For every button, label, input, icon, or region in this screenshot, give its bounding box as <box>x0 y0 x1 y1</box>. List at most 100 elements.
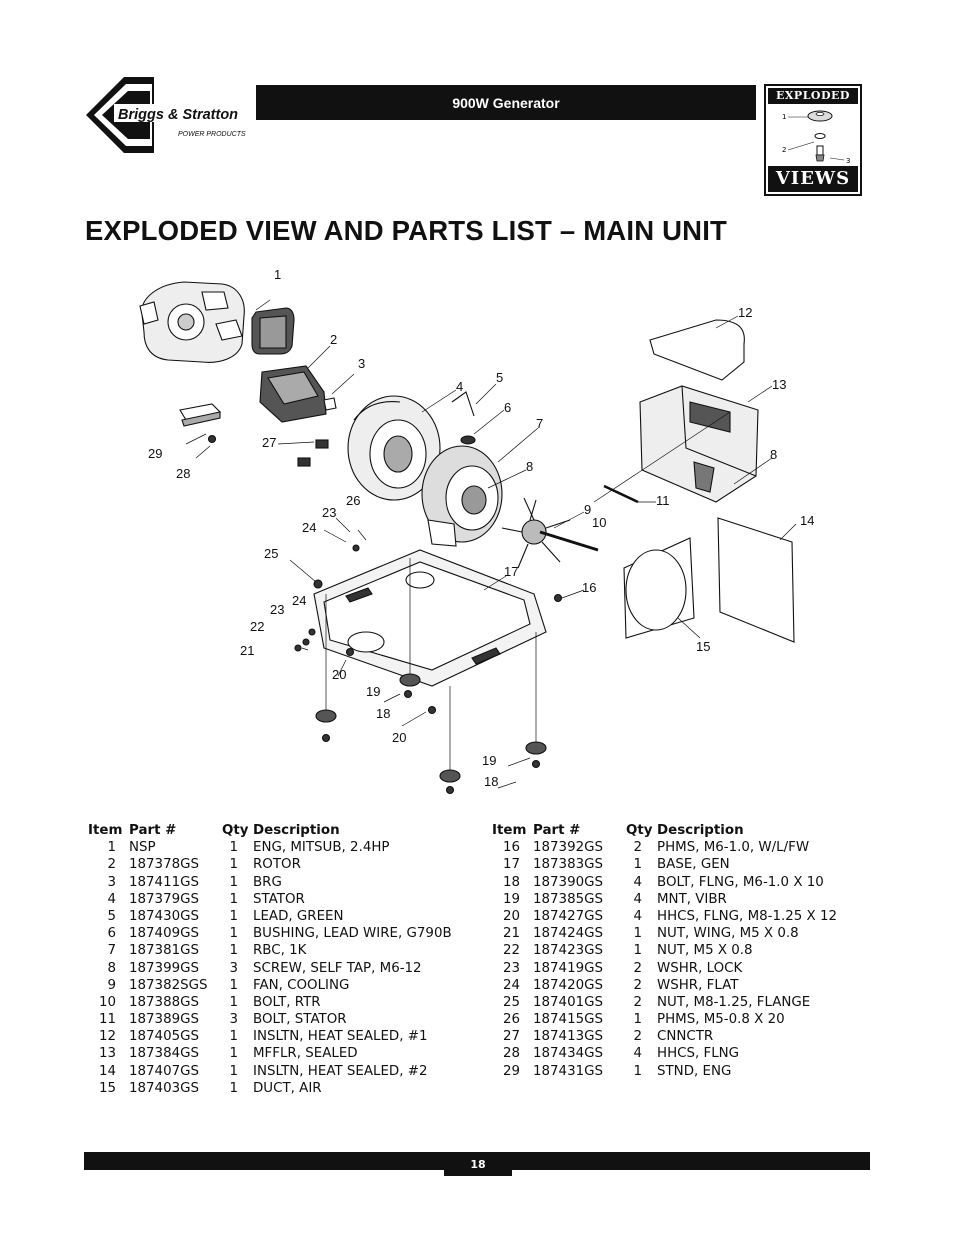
quantity: 1 <box>633 1012 642 1028</box>
muffler-part <box>639 385 759 503</box>
description: ENG, MITSUB, 2.4HP <box>253 840 390 856</box>
item-number: 14 <box>98 1063 116 1079</box>
col-part-header: Part # <box>129 823 177 838</box>
quantity: 1 <box>229 926 238 942</box>
col-qty-header: Qty <box>222 823 249 838</box>
quantity: 1 <box>229 891 238 907</box>
stator-part <box>347 395 441 501</box>
part-number: 187434GS <box>533 1046 603 1062</box>
badge-callout: 2 <box>782 146 786 154</box>
callout-label: 21 <box>240 643 254 658</box>
callout-label: 6 <box>504 400 511 415</box>
cooling-fan-part <box>501 497 571 569</box>
col-item-header: Item <box>88 823 123 838</box>
lead-wire-part <box>451 391 475 417</box>
item-number: 26 <box>502 1012 520 1028</box>
callout-label: 8 <box>770 447 777 462</box>
item-number: 29 <box>502 1063 520 1079</box>
part-number: 187424GS <box>533 926 603 942</box>
item-number: 3 <box>107 874 116 890</box>
col-item-header: Item <box>492 823 527 838</box>
part-number: NSP <box>129 840 156 856</box>
quantity: 1 <box>229 1046 238 1062</box>
callout-label: 14 <box>800 513 814 528</box>
callout-label: 20 <box>332 667 346 682</box>
air-duct-part <box>623 537 695 639</box>
quantity: 1 <box>633 857 642 873</box>
brand-sub: POWER PRODUCTS <box>178 131 246 138</box>
item-number: 10 <box>98 994 116 1010</box>
description: MFFLR, SEALED <box>253 1046 358 1062</box>
description: DUCT, AIR <box>253 1080 322 1096</box>
callout-label: 11 <box>656 493 670 508</box>
description: HHCS, FLNG <box>657 1046 740 1062</box>
badge-top-label: EXPLODED <box>768 88 858 104</box>
item-number: 8 <box>107 960 116 976</box>
callout-label: 26 <box>346 493 360 508</box>
part-number: 187411GS <box>129 874 199 890</box>
badge-bottom-label: VIEWS <box>768 166 858 192</box>
part-number: 187379GS <box>129 891 199 907</box>
callout-label: 18 <box>484 774 498 789</box>
briggs-stratton-logo: Briggs & Stratton POWER PRODUCTS <box>86 77 256 153</box>
item-number: 6 <box>107 926 116 942</box>
callout-label: 25 <box>264 546 278 561</box>
part-number: 187378GS <box>129 857 199 873</box>
description: BOLT, RTR <box>253 994 321 1010</box>
quantity: 3 <box>229 1012 238 1028</box>
callout-label: 19 <box>482 753 496 768</box>
quantity: 1 <box>229 943 238 959</box>
description: FAN, COOLING <box>253 977 350 993</box>
col-description-header: Description <box>657 823 744 838</box>
description: WSHR, FLAT <box>657 977 739 993</box>
item-number: 1 <box>107 840 116 856</box>
item-number: 16 <box>502 840 520 856</box>
callout-label: 24 <box>292 593 306 608</box>
part-number: 187427GS <box>533 908 603 924</box>
item-number: 22 <box>502 943 520 959</box>
callout-label: 4 <box>456 379 463 394</box>
badge-callout: 3 <box>846 157 850 165</box>
quantity: 1 <box>633 926 642 942</box>
part-number: 187388GS <box>129 994 199 1010</box>
callout-label: 5 <box>496 370 503 385</box>
rotor-part <box>259 365 337 423</box>
item-number: 13 <box>98 1046 116 1062</box>
quantity: 4 <box>633 874 642 890</box>
description: INSLTN, HEAT SEALED, #2 <box>253 1063 428 1079</box>
insulation-1-part <box>649 319 745 381</box>
callout-label: 17 <box>504 564 518 579</box>
item-number: 4 <box>107 891 116 907</box>
quantity: 2 <box>633 977 642 993</box>
part-number: 187401GS <box>533 994 603 1010</box>
callout-label: 23 <box>270 602 284 617</box>
item-number: 7 <box>107 943 116 959</box>
callout-label: 18 <box>376 706 390 721</box>
description: CNNCTR <box>657 1029 714 1045</box>
col-part-header: Part # <box>533 823 581 838</box>
page-number: 18 <box>444 1152 512 1176</box>
description: SCREW, SELF TAP, M6-12 <box>253 960 422 976</box>
callout-label: 3 <box>358 356 365 371</box>
quantity: 1 <box>229 994 238 1010</box>
part-number: 187405GS <box>129 1029 199 1045</box>
quantity: 2 <box>633 840 642 856</box>
item-number: 2 <box>107 857 116 873</box>
callout-label: 1 <box>274 267 281 282</box>
quantity: 1 <box>229 857 238 873</box>
part-number: 187382SGS <box>129 977 208 993</box>
item-number: 24 <box>502 977 520 993</box>
